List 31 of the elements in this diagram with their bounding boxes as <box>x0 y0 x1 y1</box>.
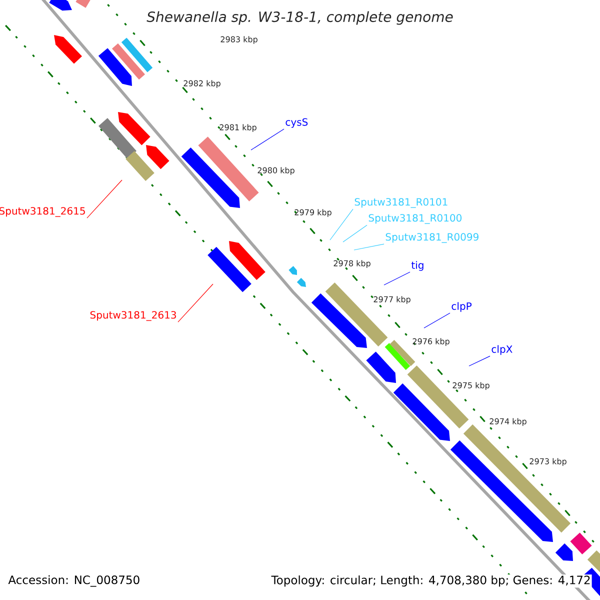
leader-line <box>342 224 368 242</box>
accession-label: Accession: NC_008750 <box>7 574 142 588</box>
tick-label: 2973 kbp <box>530 458 566 466</box>
tick-label: 2977 kbp <box>374 296 410 304</box>
gene-label: clpX <box>492 345 512 355</box>
gene-label: Sputw3181_2613 <box>90 311 176 321</box>
tick-label: 2982 kbp <box>184 80 220 88</box>
tick-label: 2981 kbp <box>220 124 256 132</box>
tick-label: 2976 kbp <box>412 338 450 346</box>
tick-label: 2980 kbp <box>258 167 294 175</box>
leader-line <box>384 272 410 286</box>
leader-line <box>86 180 122 218</box>
tick-label: 2978 kbp <box>334 260 370 268</box>
tick-label: 2979 kbp <box>294 209 332 217</box>
leader-line <box>178 284 214 322</box>
gene-label: Sputw3181_R0101 <box>354 198 448 208</box>
genome-info-label: Topology: circular; Length: 4,708,380 bp; Genes: 4,172 <box>270 574 592 588</box>
leader-line <box>354 244 384 250</box>
leader-line <box>330 208 354 240</box>
leader-line <box>424 312 450 328</box>
gene-label: clpP <box>452 302 472 312</box>
tick-label: 2983 kbp <box>220 36 258 44</box>
leader-line <box>250 128 284 150</box>
leader-line <box>468 356 490 366</box>
gene-label: tig <box>411 261 424 271</box>
gene-label: cysS <box>286 118 308 128</box>
title: Shewanella sp. W3-18-1, complete genome <box>146 11 453 25</box>
tick-label: 2974 kbp <box>490 418 526 426</box>
tick-label: 2975 kbp <box>452 382 490 390</box>
gene-label: Sputw3181_R0099 <box>386 233 478 243</box>
gene-label: Sputw3181_R0100 <box>368 214 462 224</box>
